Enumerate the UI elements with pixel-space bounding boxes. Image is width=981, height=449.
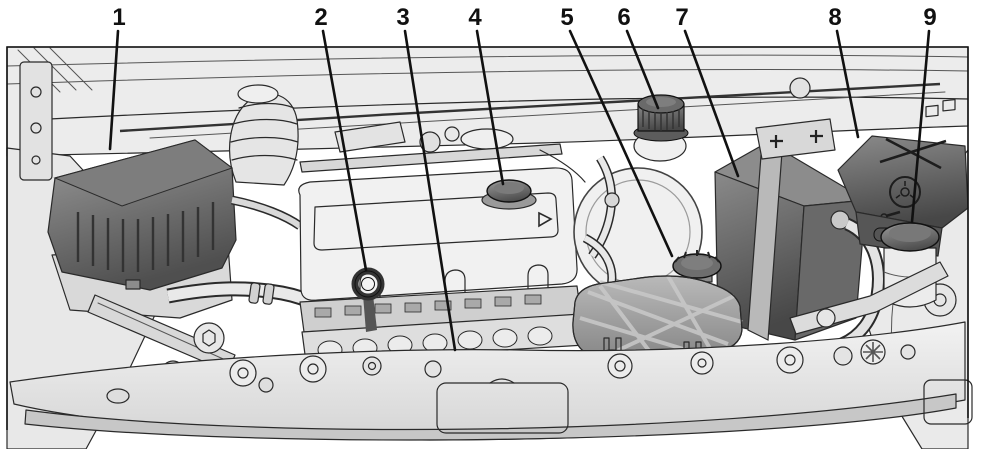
wiper-pivot: [789, 77, 811, 99]
callout-number-4: 4: [468, 4, 482, 31]
fender-bracket: [19, 61, 53, 181]
callouts: 1 2 3 4 5 6 7 8 9: [108, 4, 937, 352]
callout-line-5: [568, 29, 674, 258]
x-marking: [879, 137, 947, 170]
callout-line-2: [321, 29, 368, 272]
arrow-marker-icon: [538, 211, 553, 228]
front-cowl: [9, 321, 973, 441]
callout-number-7: 7: [675, 4, 688, 31]
cap-ribs: [642, 109, 680, 131]
oil-fill-cap: [481, 179, 537, 210]
callout-number-1: 1: [112, 4, 125, 31]
right-strut-brace: [789, 261, 949, 335]
hose-coupler: [248, 282, 261, 304]
cowl-lip: [24, 393, 957, 441]
coolant-surge-tank: [572, 250, 743, 371]
valve-cover-stripe: [313, 192, 559, 251]
callout-number-9: 9: [923, 4, 936, 31]
battery-bracket: [755, 118, 836, 160]
cowl-bolts: [106, 339, 916, 404]
intake-bellows: [229, 84, 299, 186]
hex-bolt: [193, 322, 225, 354]
plus-screws: [770, 130, 823, 148]
cowl-recess: [923, 379, 973, 425]
power-steering-reservoir: [633, 94, 689, 162]
wrench-icon: [885, 210, 901, 218]
air-box-clip: [125, 279, 141, 290]
cowl-recess: [436, 382, 569, 434]
emblem-circle-icon: [889, 176, 921, 208]
air-box-ribs: [76, 202, 215, 272]
callout-number-3: 3: [396, 4, 409, 31]
callout-line-4: [475, 29, 505, 186]
cam-base-ribs: [314, 294, 542, 318]
callout-number-2: 2: [314, 4, 327, 31]
oil-dipstick: [351, 267, 385, 332]
callout-number-5: 5: [560, 4, 573, 31]
callout-line-9: [910, 29, 931, 224]
callout-line-1: [108, 29, 120, 151]
callout-number-8: 8: [828, 4, 841, 31]
callout-line-6: [625, 29, 660, 110]
callout-line-7: [683, 29, 740, 178]
intake-duct: [231, 197, 302, 229]
callout-line-3: [403, 29, 457, 352]
callout-number-6: 6: [617, 4, 630, 31]
bolt: [816, 308, 836, 328]
tank-ribs: [579, 274, 743, 362]
callout-line-8: [835, 29, 860, 139]
frame-border: [6, 46, 969, 430]
